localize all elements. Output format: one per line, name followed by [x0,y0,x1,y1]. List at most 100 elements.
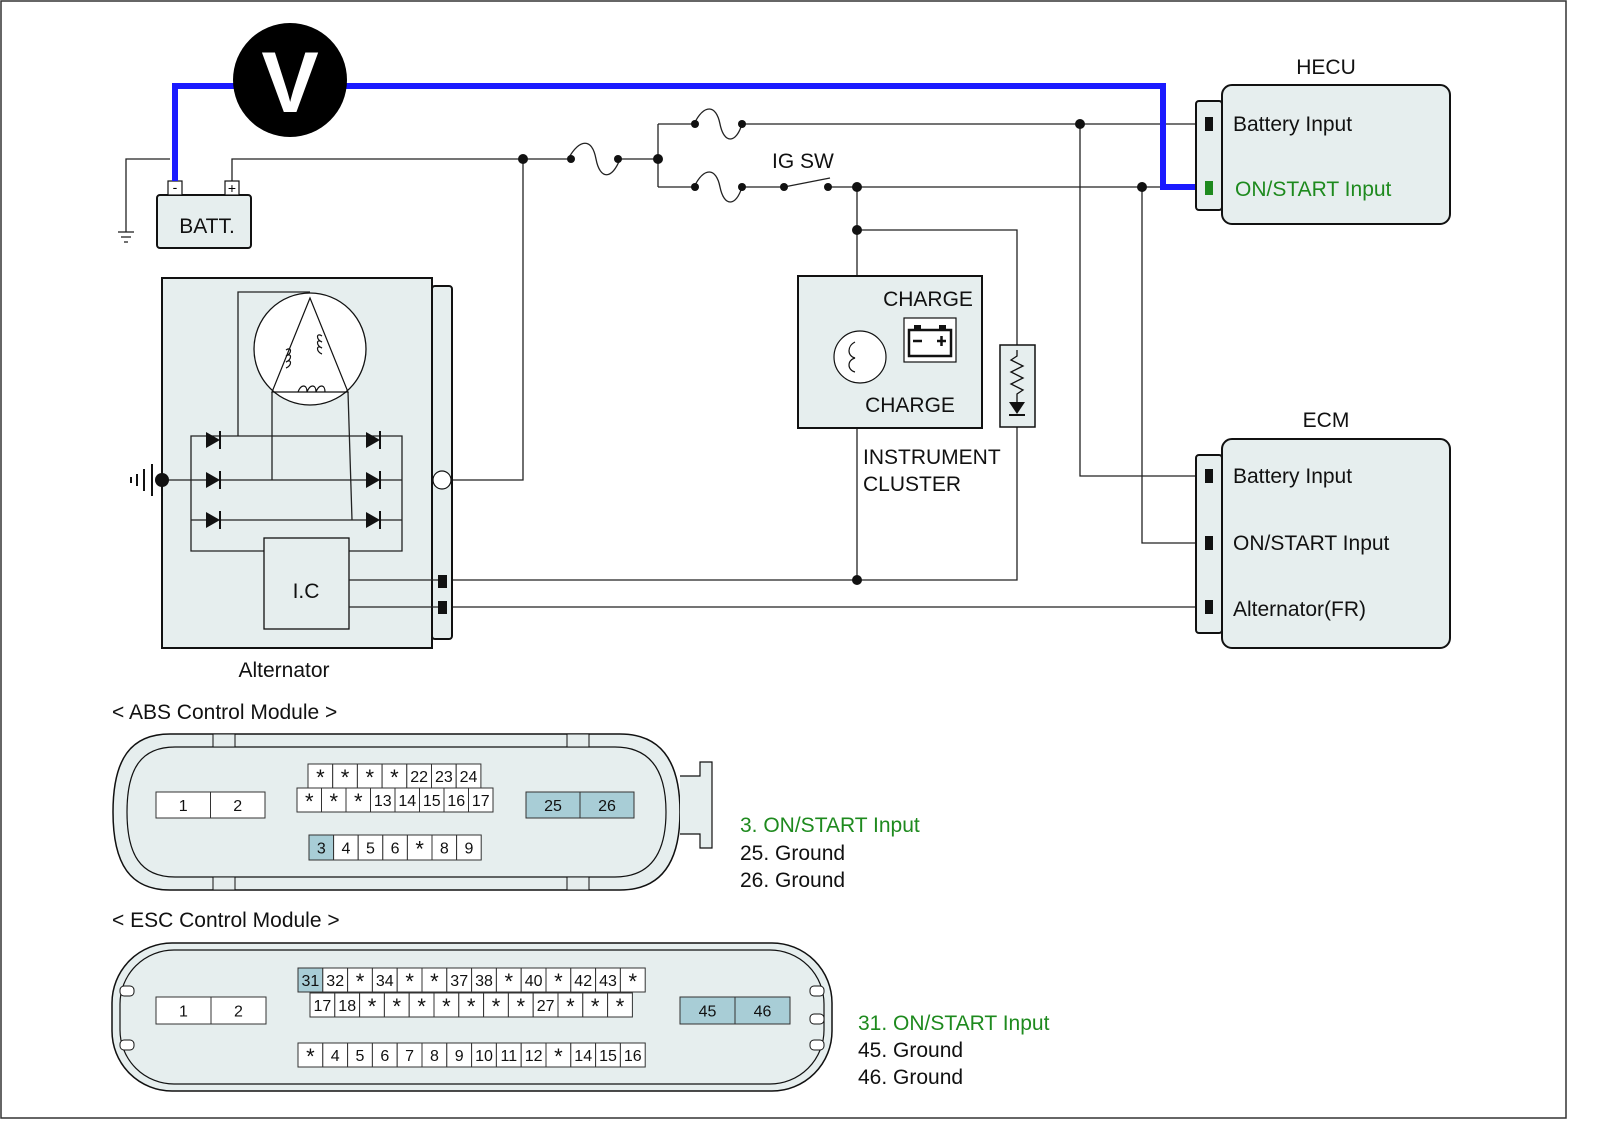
esc-legend-1: 31. ON/START Input [858,1012,1050,1035]
esc-title: < ESC Control Module > [112,909,340,932]
connector-pin-label: * [442,994,451,1019]
instrument-cluster: CHARGE CHARGE INSTRUMENT CLUSTER [797,275,1001,496]
abs-legend-3: 26. Ground [740,869,845,892]
connector-pin-label: * [306,1044,315,1069]
connector-pin-label: 27 [537,998,555,1015]
connector-pin-cell [471,967,497,993]
connector-pin-label: * [405,969,414,994]
battery: - + BATT. [156,179,252,249]
connector-pin-label: * [629,969,638,994]
hecu-module: HECU Battery Input ON/START Input [1195,56,1451,225]
connector-pin-cell [332,763,358,789]
connector-pin-cell [394,787,420,813]
connector-pin-label: 15 [423,793,441,810]
connector-pin-label: 6 [391,841,400,858]
connector-pin-label: * [417,994,426,1019]
connector-pin-label: 14 [574,1048,592,1065]
ic-block [263,537,350,630]
connector-pin-cell [525,791,581,819]
voltmeter-symbol: V [261,35,318,131]
connector-pin-label: 46 [754,1004,772,1021]
connector-pin-label: * [356,969,365,994]
connector-pin-label: 32 [326,973,344,990]
connector-pin-cell [210,791,266,819]
connector-pin-label: * [591,994,600,1019]
connector-pin-cell [734,996,791,1025]
connector-pin-label: * [616,994,625,1019]
connector-pin-label: 18 [338,998,356,1015]
connector-pin-label: 34 [376,973,394,990]
connector-pin-label: * [341,765,350,790]
connector-pin-label: 8 [440,841,449,858]
ecm-module: ECM Battery Input ON/START Input Alterna… [1195,409,1451,649]
connector-pin-label: 25 [544,798,562,815]
connector-pin-label: 14 [398,793,416,810]
connector-pin-label: 3 [317,841,326,858]
connector-pin-label: 2 [234,1004,243,1021]
connector-pin-label: * [368,994,377,1019]
connector-pin-label: 31 [302,973,320,990]
abs-title: < ABS Control Module > [112,701,337,724]
connector-pin-cell [347,1042,373,1068]
connector-pin-cell [579,791,635,819]
charge-label-bottom: CHARGE [865,394,955,417]
instrument-cluster-label-2: CLUSTER [863,473,961,496]
connector-pin-label: 38 [475,973,493,990]
connector-pin-label: 1 [179,1004,188,1021]
connector-pin-label: 2 [233,798,242,815]
connector-pin-label: 5 [366,841,375,858]
connector-pin-cell [458,992,485,1018]
connector-pin-cell [455,763,482,789]
connector-pin-cell [322,1042,349,1068]
connector-pin-cell [456,834,482,861]
connector-pin-label: 4 [331,1048,340,1065]
esc-legend-2: 45. Ground [858,1039,963,1062]
connector-pin-label: 40 [525,973,543,990]
connector-pin-cell [419,787,445,813]
ic-label: I.C [293,580,320,603]
connector-pin-cell [495,967,522,993]
voltmeter-lead [172,83,1212,190]
connector-pin-label: 9 [455,1048,464,1065]
connector-pin-label: * [316,765,325,790]
connector-pin-label: * [365,765,374,790]
charge-label-top: CHARGE [883,288,973,311]
connector-pin-label: * [554,1044,563,1069]
connector-pin-label: 22 [410,769,428,786]
connector-pin-cell [507,992,534,1018]
ecm-on-start-input: ON/START Input [1233,532,1390,555]
connector-pin-cell [155,791,211,819]
connector-pin-label: 42 [574,973,592,990]
circuit-svg: IG SW - + BATT. V HECU Battery Input ON/… [0,0,1567,1119]
connector-pin-label: * [393,994,402,1019]
connector-pin-label: 13 [374,793,392,810]
connector-pin-label: * [517,994,526,1019]
connector-pin-label: * [566,994,575,1019]
instrument-cluster-label-1: INSTRUMENT [863,446,1001,469]
connector-pin-cell [357,834,384,861]
connector-pin-cell [396,1042,423,1068]
hecu-battery-input: Battery Input [1233,113,1352,136]
connector-pin-label: 16 [624,1048,642,1065]
connector-pin-cell [421,1042,448,1068]
connector-pin-label: 8 [430,1048,439,1065]
connector-pin-label: 12 [525,1048,543,1065]
connector-pin-cell [297,1042,324,1068]
connector-pin-label: 45 [699,1004,717,1021]
connector-pin-cell [679,996,736,1025]
connector-pin-cell [431,834,458,861]
connector-pin-cell [545,967,572,993]
ecm-alternator-fr: Alternator(FR) [1233,598,1366,621]
connector-pin-label: 17 [314,998,332,1015]
connector-pin-label: * [554,969,563,994]
connector-pin-cell [371,967,398,993]
rectifier-diodes [206,431,381,529]
connector-pin-cell [443,787,469,813]
connector-pin-label: 7 [405,1048,414,1065]
connector-pin-cell [322,967,349,993]
connector-pin-label: 26 [598,798,616,815]
